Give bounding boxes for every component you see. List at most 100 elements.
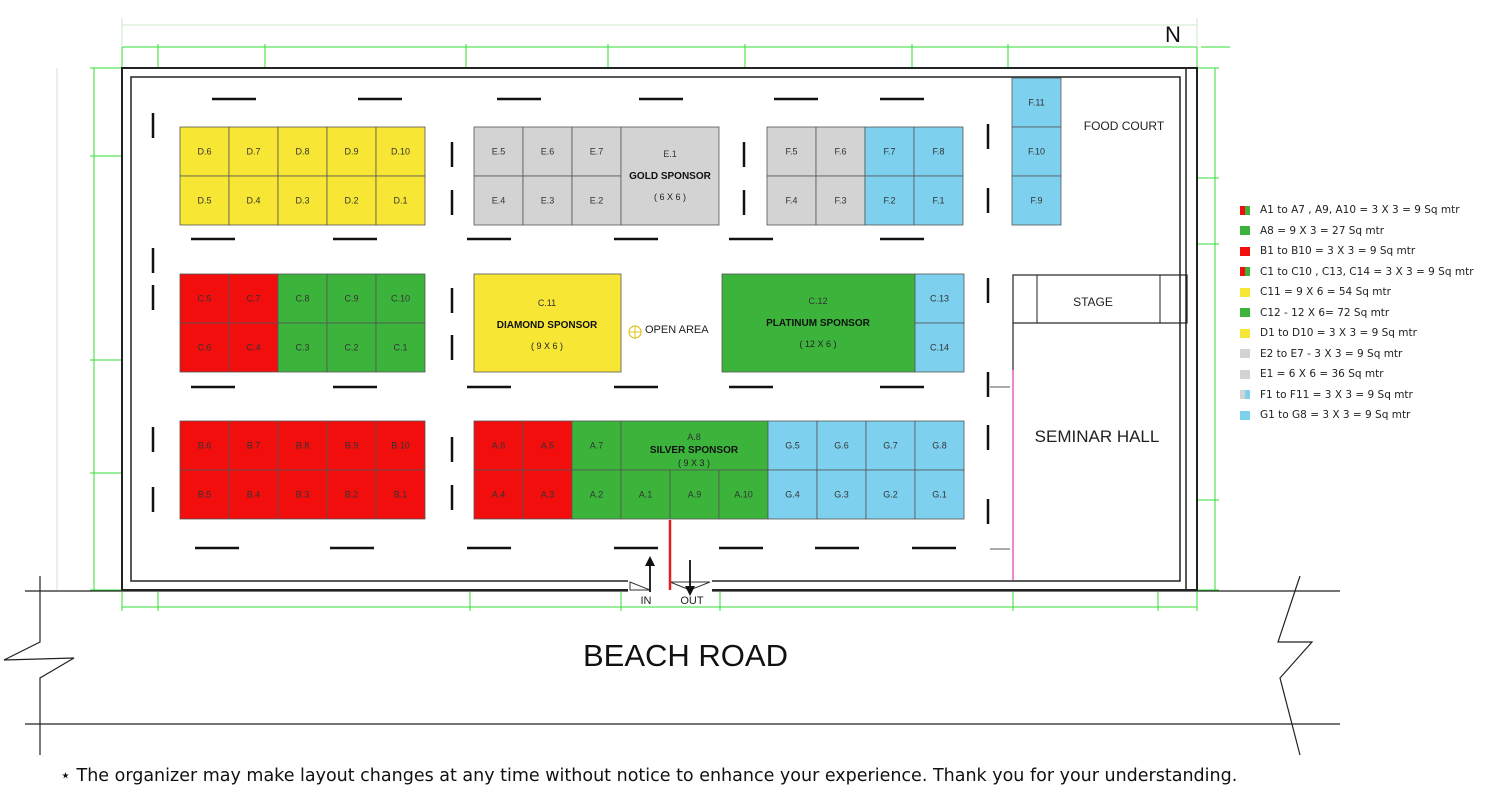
booth-d5[interactable]: D.5 [179,175,230,226]
booth-f4[interactable]: F.4 [766,175,817,226]
booth-b5[interactable]: B.5 [179,469,230,520]
booth-g4[interactable]: G.4 [767,469,818,520]
booth-a3[interactable]: A.3 [522,469,573,520]
booth-f8[interactable]: F.8 [913,126,964,177]
booth-g6[interactable]: G.6 [816,420,867,471]
legend-text: A8 = 9 X 3 = 27 Sq mtr [1260,224,1385,237]
booth-b4[interactable]: B.4 [228,469,279,520]
booth-b6[interactable]: B.6 [179,420,230,471]
svg-text:E.5: E.5 [492,147,506,157]
booth-a10[interactable]: A.10 [718,469,769,520]
booth-d3[interactable]: D.3 [277,175,328,226]
booth-f11[interactable]: F.11 [1011,77,1062,128]
booth-d1[interactable]: D.1 [375,175,426,226]
booth-d7[interactable]: D.7 [228,126,279,177]
legend-text: E2 to E7 - 3 X 3 = 9 Sq mtr [1260,347,1403,360]
booth-a4[interactable]: A.4 [473,469,524,520]
booth-g5[interactable]: G.5 [767,420,818,471]
svg-text:F.8: F.8 [932,147,944,157]
svg-text:F.4: F.4 [785,196,797,206]
svg-text:D.1: D.1 [393,196,407,206]
booth-c6[interactable]: C.6 [179,322,230,373]
booth-b2[interactable]: B.2 [326,469,377,520]
booth-b1[interactable]: B.1 [375,469,426,520]
svg-text:D.2: D.2 [344,196,358,206]
booth-c14[interactable]: C.14 [914,322,965,373]
booth-c5[interactable]: C.5 [179,273,230,324]
booth-f9[interactable]: F.9 [1011,175,1062,226]
svg-text:D.5: D.5 [197,196,211,206]
legend-item: B1 to B10 = 3 X 3 = 9 Sq mtr [1240,241,1495,262]
svg-text:F.5: F.5 [785,147,797,157]
svg-text:C.13: C.13 [930,294,949,304]
svg-text:OPEN AREA: OPEN AREA [645,324,709,336]
svg-text:E.3: E.3 [541,196,555,206]
food-court: FOOD COURT [1084,119,1165,133]
booth-c2[interactable]: C.2 [326,322,377,373]
svg-text:F.7: F.7 [883,147,895,157]
booth-c9[interactable]: C.9 [326,273,377,324]
booth-f5[interactable]: F.5 [766,126,817,177]
booth-b10[interactable]: B.10 [375,420,426,471]
booth-g8[interactable]: G.8 [914,420,965,471]
booth-c10[interactable]: C.10 [375,273,426,324]
legend-swatch [1240,349,1250,359]
booth-a9[interactable]: A.9 [669,469,720,520]
booth-e2[interactable]: E.2 [571,175,622,226]
legend-swatch [1240,267,1250,277]
legend-text: C11 = 9 X 6 = 54 Sq mtr [1260,286,1391,299]
booth-g3[interactable]: G.3 [816,469,867,520]
booth-a7[interactable]: A.7 [571,420,622,471]
booth-a2[interactable]: A.2 [571,469,622,520]
svg-text:G.3: G.3 [834,490,849,500]
svg-text:G.6: G.6 [834,441,849,451]
booth-f6[interactable]: F.6 [815,126,866,177]
booth-d6[interactable]: D.6 [179,126,230,177]
booth-g7[interactable]: G.7 [865,420,916,471]
booth-c4[interactable]: C.4 [228,322,279,373]
booth-d10[interactable]: D.10 [375,126,426,177]
svg-text:C.4: C.4 [246,343,260,353]
booth-c8[interactable]: C.8 [277,273,328,324]
booth-c13[interactable]: C.13 [914,273,965,324]
svg-text:A.6: A.6 [492,441,506,451]
legend-item: C12 - 12 X 6= 72 Sq mtr [1240,303,1495,324]
booth-f3[interactable]: F.3 [815,175,866,226]
booth-g1[interactable]: G.1 [914,469,965,520]
booth-e6[interactable]: E.6 [522,126,573,177]
legend-item: A1 to A7 , A9, A10 = 3 X 3 = 9 Sq mtr [1240,200,1495,221]
booth-b3[interactable]: B.3 [277,469,328,520]
legend-swatch [1240,410,1250,420]
booth-f1[interactable]: F.1 [913,175,964,226]
booth-f7[interactable]: F.7 [864,126,915,177]
booth-a1[interactable]: A.1 [620,469,671,520]
booth-e7[interactable]: E.7 [571,126,622,177]
booth-f2[interactable]: F.2 [864,175,915,226]
booth-c3[interactable]: C.3 [277,322,328,373]
svg-text:A.10: A.10 [734,490,753,500]
svg-text:A.5: A.5 [541,441,555,451]
legend-swatch [1240,205,1250,215]
booth-d2[interactable]: D.2 [326,175,377,226]
booth-c7[interactable]: C.7 [228,273,279,324]
booth-d8[interactable]: D.8 [277,126,328,177]
svg-text:C.8: C.8 [295,294,309,304]
svg-text:DIAMOND SPONSOR: DIAMOND SPONSOR [497,320,598,331]
booth-b9[interactable]: B.9 [326,420,377,471]
booth-a6[interactable]: A.6 [473,420,524,471]
booth-b7[interactable]: B.7 [228,420,279,471]
booth-e5[interactable]: E.5 [473,126,524,177]
booth-e4[interactable]: E.4 [473,175,524,226]
booth-g2[interactable]: G.2 [865,469,916,520]
booth-c1[interactable]: C.1 [375,322,426,373]
booth-d9[interactable]: D.9 [326,126,377,177]
booth-f10[interactable]: F.10 [1011,126,1062,177]
booth-b8[interactable]: B.8 [277,420,328,471]
booth-e3[interactable]: E.3 [522,175,573,226]
booth-a5[interactable]: A.5 [522,420,573,471]
booth-d4[interactable]: D.4 [228,175,279,226]
